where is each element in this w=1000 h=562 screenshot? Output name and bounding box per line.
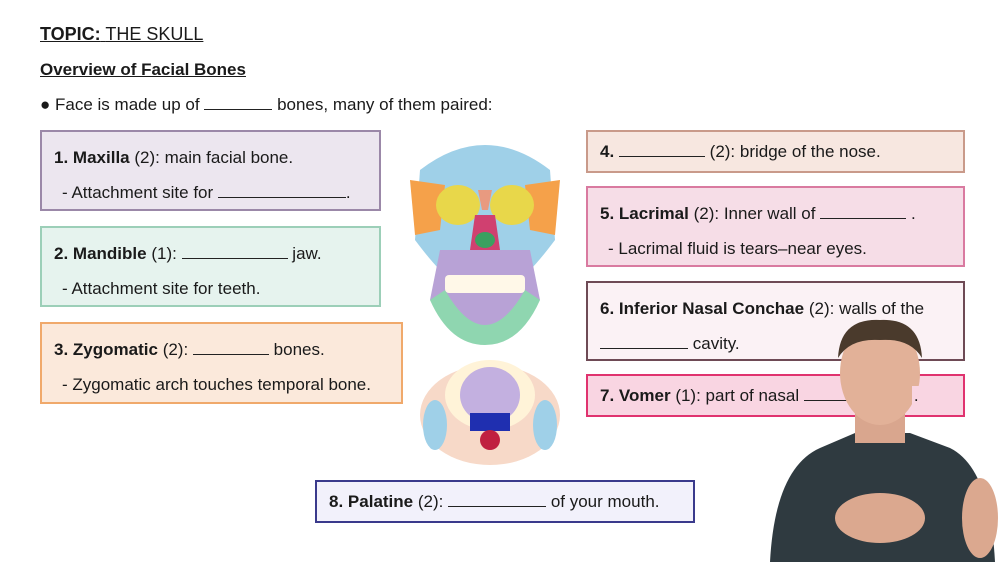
intro-text-post: bones, many of them paired: (277, 95, 493, 114)
box-text: 3. (54, 340, 69, 359)
topic-title: TOPIC: THE SKULL (40, 24, 203, 45)
box-text: (1): (151, 244, 177, 263)
box-text: 8. (329, 492, 344, 511)
box-text: 7. (600, 386, 615, 405)
blank (600, 335, 688, 349)
box-text: . (345, 183, 351, 202)
bone-name: Inferior Nasal Conchae (618, 299, 805, 318)
box-text: (2): (693, 204, 720, 223)
box-text: walls of the (839, 299, 925, 318)
intro-text: Face is made up of (55, 95, 200, 114)
box-text: 5. (600, 204, 615, 223)
blank (192, 341, 269, 355)
box-text: of your mouth. (550, 492, 660, 511)
topic-label: TOPIC: (40, 24, 101, 44)
box-text: 1. (54, 148, 69, 167)
blank (181, 245, 288, 259)
blank (618, 143, 705, 157)
bone-name: Maxilla (72, 148, 130, 167)
bone-name: Mandible (72, 244, 147, 263)
box-text: (1): (675, 386, 701, 405)
bullet-icon: ● (40, 95, 51, 114)
blank (217, 184, 346, 198)
box-text: 2. (54, 244, 69, 263)
box-text: part of nasal (705, 386, 800, 405)
mandible-box: 2. Mandible (1): jaw. - Attachment site … (40, 226, 381, 307)
box-text: (2): (162, 340, 189, 359)
lacrimal-box: 5. Lacrimal (2): Inner wall of . - Lacri… (586, 186, 965, 267)
box-text: jaw. (292, 244, 322, 263)
box-text: . (910, 204, 916, 223)
bone-name: Zygomatic (72, 340, 158, 359)
box-text: - Attachment site for (62, 183, 214, 202)
bone-name: Lacrimal (618, 204, 689, 223)
blank (448, 493, 547, 507)
conchae-box: 6. Inferior Nasal Conchae (2): walls of … (586, 281, 965, 361)
box-text: (2): (134, 148, 160, 167)
blank (820, 205, 907, 219)
palatine-box: 8. Palatine (2): of your mouth. (315, 480, 695, 523)
bone-name: Vomer (618, 386, 671, 405)
box-text: (2): (417, 492, 444, 511)
box-text: main facial bone. (164, 148, 294, 167)
maxilla-box: 1. Maxilla (2): main facial bone. - Atta… (40, 130, 381, 211)
box-text: (2): bridge of the nose. (709, 142, 881, 161)
box-text: 4. (600, 142, 615, 161)
box-text: 6. (600, 299, 615, 318)
skull-palate-illustration (420, 360, 560, 465)
blank (204, 96, 273, 110)
box-text: Inner wall of (723, 204, 816, 223)
skull-front-illustration (410, 145, 560, 345)
presenter-video (770, 319, 998, 562)
bone-name: Palatine (347, 492, 414, 511)
box-text: - Lacrimal fluid is tears–near eyes. (608, 239, 867, 258)
box-text: - Attachment site for teeth. (62, 279, 261, 298)
box-text: - Zygomatic arch touches temporal bone. (62, 375, 371, 394)
topic-text: THE SKULL (105, 24, 204, 44)
intro-bullet: ● Face is made up of bones, many of them… (40, 95, 493, 115)
section-subtitle: Overview of Facial Bones (40, 60, 246, 79)
nasal-box: 4. (2): bridge of the nose. (586, 130, 965, 173)
box-text: cavity. (692, 334, 740, 353)
box-text: (2): (808, 299, 835, 318)
zygomatic-box: 3. Zygomatic (2): bones. - Zygomatic arc… (40, 322, 403, 404)
box-text: bones. (273, 340, 325, 359)
box-text: . (911, 386, 921, 405)
